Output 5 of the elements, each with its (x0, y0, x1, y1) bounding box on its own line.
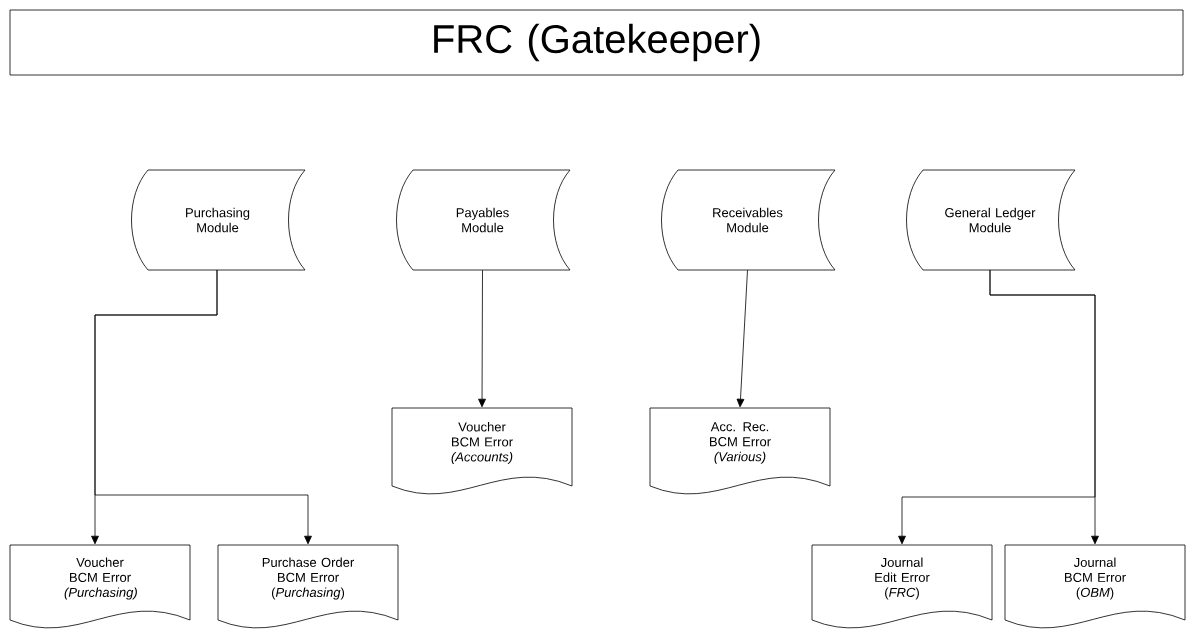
arrow (94, 269, 312, 545)
arrow (736, 269, 748, 408)
arrow (989, 269, 1099, 545)
arrow (478, 269, 486, 408)
title-box: FRC (Gatekeeper) (9, 9, 1184, 76)
